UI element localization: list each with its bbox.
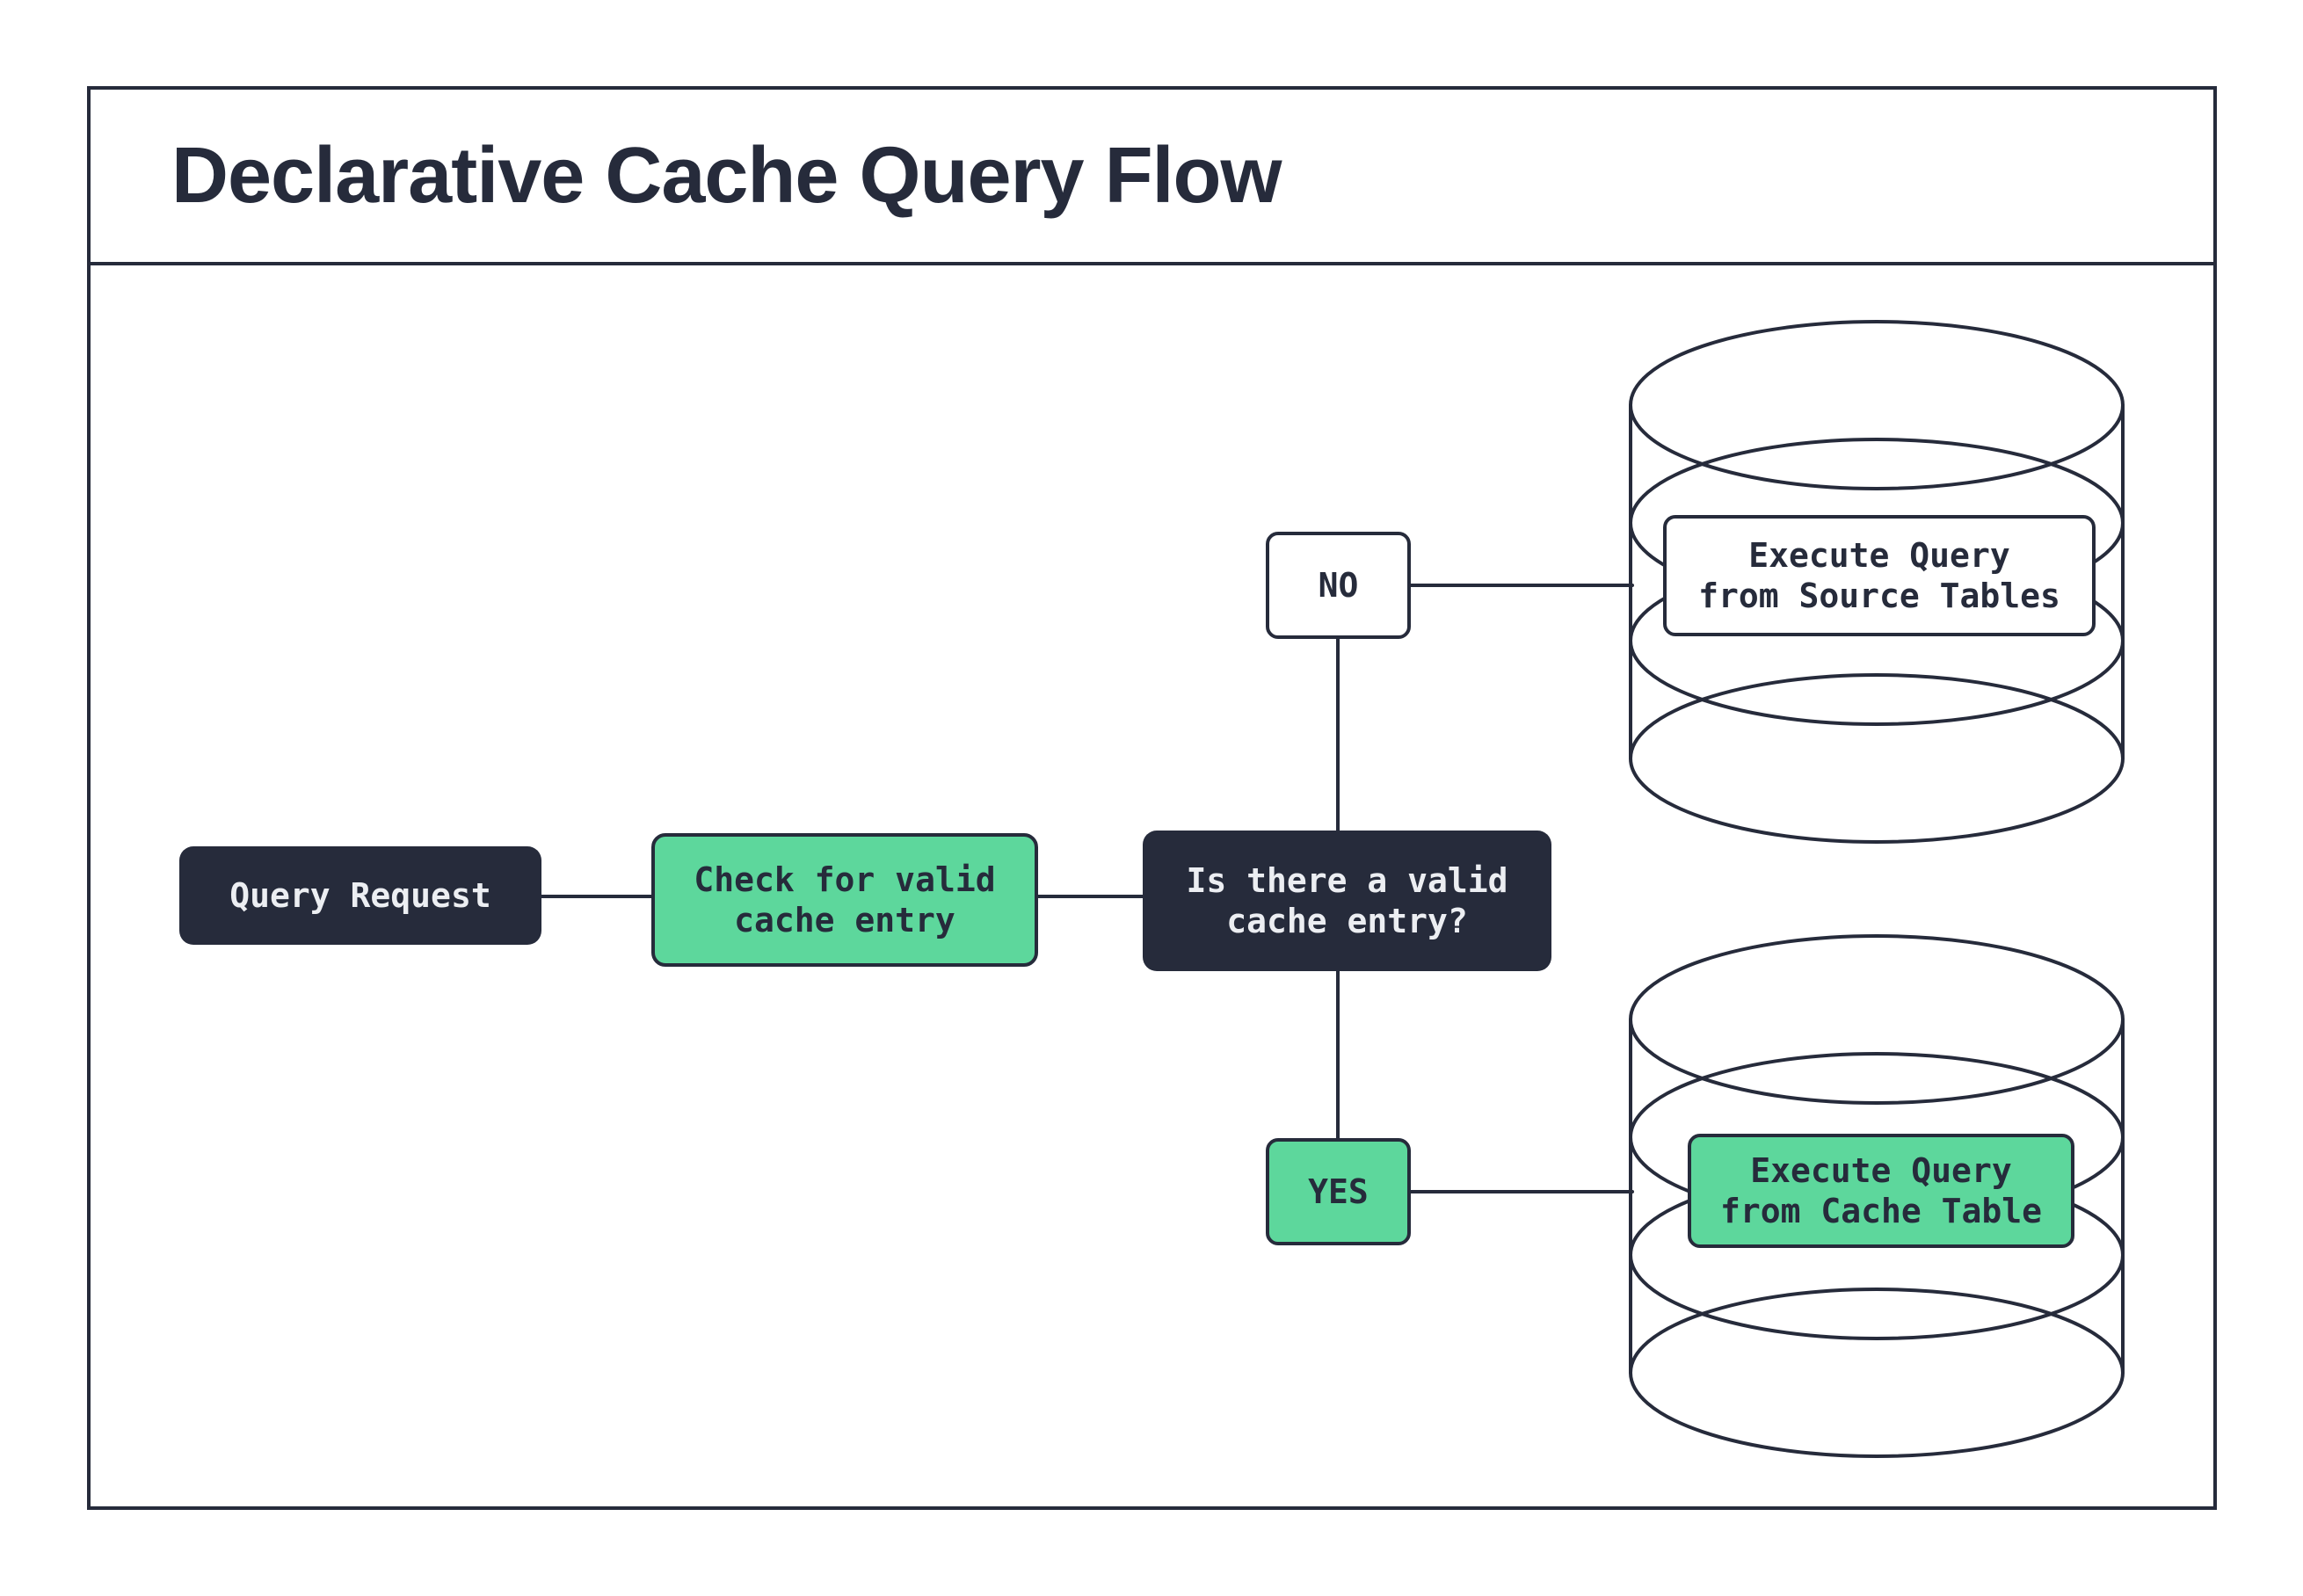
page-title: Declarative Cache Query Flow	[171, 131, 1282, 220]
node-query-request: Query Request	[179, 846, 541, 945]
node-check-cache-entry-line1: Check for valid	[694, 860, 996, 899]
node-execute-query-cache-table: Execute Query from Cache Table	[1688, 1134, 2074, 1248]
node-decision-line2: cache entry?	[1226, 902, 1468, 940]
node-check-cache-entry: Check for valid cache entry	[651, 833, 1038, 967]
node-no-branch: NO	[1266, 532, 1411, 639]
node-check-cache-entry-line2: cache entry	[734, 901, 955, 939]
node-execute-source-line2: from Source Tables	[1698, 577, 2060, 615]
title-band: Declarative Cache Query Flow	[91, 90, 2213, 265]
node-query-request-label: Query Request	[229, 876, 491, 915]
diagram-frame: Declarative Cache Query Flow	[87, 86, 2217, 1510]
node-decision-valid-cache: Is there a valid cache entry?	[1143, 831, 1551, 971]
node-execute-source-line1: Execute Query	[1748, 536, 2010, 575]
node-decision-line1: Is there a valid	[1186, 861, 1508, 900]
node-no-branch-label: NO	[1318, 566, 1359, 605]
node-yes-branch-label: YES	[1308, 1172, 1369, 1211]
node-execute-query-source-tables: Execute Query from Source Tables	[1663, 515, 2096, 636]
cache-database-cylinder-icon	[1629, 934, 2125, 1458]
node-execute-cache-line2: from Cache Table	[1719, 1192, 2043, 1230]
node-yes-branch: YES	[1266, 1138, 1411, 1245]
node-execute-cache-line1: Execute Query	[1750, 1151, 2012, 1190]
source-database-cylinder-icon	[1629, 320, 2125, 844]
